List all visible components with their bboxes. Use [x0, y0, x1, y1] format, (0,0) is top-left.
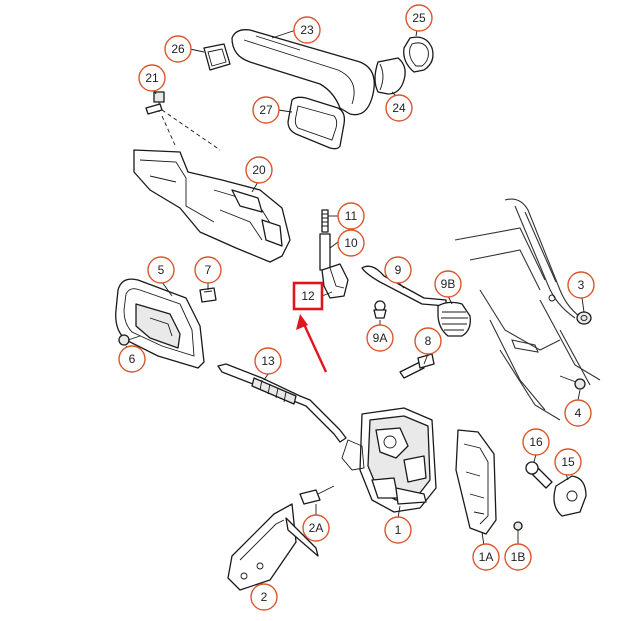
- callout-label: 9: [395, 263, 402, 277]
- callout-label: 9B: [441, 277, 456, 291]
- callout-label: 16: [529, 435, 543, 449]
- callout-23[interactable]: 23: [293, 16, 321, 44]
- callout-label: 9A: [373, 331, 388, 345]
- callout-1A[interactable]: 1A: [472, 543, 500, 571]
- callout-label: 11: [345, 209, 358, 223]
- callout-2A[interactable]: 2A: [302, 514, 330, 542]
- callout-2[interactable]: 2: [250, 583, 278, 611]
- mounting-bracket-2: [227, 503, 319, 591]
- callout-label: 1: [395, 523, 402, 537]
- screw-4: [559, 375, 586, 390]
- callout-5[interactable]: 5: [147, 256, 175, 284]
- screw-2A: [299, 485, 335, 505]
- callout-26[interactable]: 26: [164, 35, 192, 63]
- bolt-16: [525, 461, 553, 489]
- callout-21[interactable]: 21: [138, 64, 166, 92]
- screw-6: [118, 334, 141, 346]
- callout-3[interactable]: 3: [567, 271, 595, 299]
- callout-label: 21: [145, 71, 159, 85]
- inner-door-handle: [115, 278, 205, 369]
- screw-1B: [513, 521, 523, 531]
- callout-label: 24: [392, 101, 406, 115]
- callout-4[interactable]: 4: [564, 399, 592, 427]
- clip-7: [199, 287, 217, 303]
- callout-15[interactable]: 15: [554, 448, 582, 476]
- pointer-arrow: [296, 314, 328, 373]
- callout-10[interactable]: 10: [337, 229, 365, 257]
- handle-gasket-front: [203, 43, 231, 71]
- callout-9B[interactable]: 9B: [434, 270, 462, 298]
- callout-label: 20: [252, 163, 266, 177]
- callout-1B[interactable]: 1B: [504, 543, 532, 571]
- rubber-boot-9B: [437, 301, 471, 337]
- callout-1[interactable]: 1: [384, 516, 412, 544]
- callout-label: 1B: [511, 550, 526, 564]
- callout-label: 27: [259, 103, 273, 117]
- callout-24[interactable]: 24: [385, 94, 413, 122]
- screw-9A: [373, 300, 387, 319]
- outer-door-handle: [231, 29, 375, 116]
- callout-9A[interactable]: 9A: [366, 324, 394, 352]
- bolt-8: [399, 353, 435, 379]
- handle-carrier-bracket: [133, 149, 291, 263]
- callout-8[interactable]: 8: [414, 327, 442, 355]
- callout-7[interactable]: 7: [194, 256, 222, 284]
- callout-13[interactable]: 13: [254, 347, 282, 375]
- lock-cylinder-cap: [374, 57, 406, 95]
- callout-label: 25: [412, 11, 426, 25]
- door-lock-unit: [341, 407, 437, 513]
- callout-20[interactable]: 20: [245, 156, 273, 184]
- callout-label: 13: [261, 354, 275, 368]
- callout-label: 8: [425, 334, 432, 348]
- callout-6[interactable]: 6: [118, 345, 146, 373]
- callout-11[interactable]: 11: [337, 202, 365, 230]
- door-frame-outline: [454, 198, 601, 421]
- rod-clip-12: [321, 263, 349, 299]
- highlight-label: 12: [301, 289, 315, 303]
- lock-bracket-1A: [455, 429, 497, 535]
- callout-label: 15: [561, 455, 575, 469]
- highlighted-callout-12[interactable]: 12: [292, 281, 333, 311]
- callout-label: 4: [575, 406, 582, 420]
- callout-label: 2A: [309, 521, 324, 535]
- callout-25[interactable]: 25: [405, 4, 433, 32]
- callout-9[interactable]: 9: [384, 256, 412, 284]
- callout-label: 7: [205, 263, 212, 277]
- callout-16[interactable]: 16: [522, 428, 550, 456]
- cap-3: [576, 311, 592, 325]
- bowden-cable-13: [217, 363, 347, 443]
- pin-11: [321, 209, 329, 233]
- handle-bracket-gasket: [287, 96, 346, 150]
- callout-label: 23: [300, 23, 314, 37]
- callout-label: 26: [171, 42, 185, 56]
- rod-10: [319, 233, 331, 271]
- callout-label: 10: [344, 236, 358, 250]
- handle-gasket-rear: [403, 36, 434, 73]
- callout-label: 5: [158, 263, 165, 277]
- callout-label: 1A: [479, 550, 494, 564]
- callout-label: 6: [129, 352, 136, 366]
- callout-label: 2: [261, 590, 268, 604]
- screw-21: [145, 91, 165, 115]
- callout-label: 3: [578, 278, 585, 292]
- striker-plate-15: [553, 475, 587, 517]
- callout-27[interactable]: 27: [252, 96, 280, 124]
